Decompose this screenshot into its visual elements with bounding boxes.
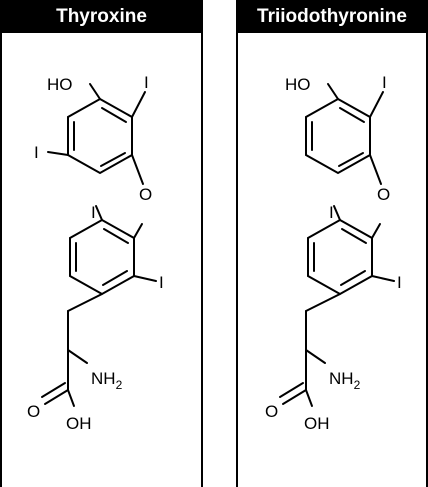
iodine-label: I — [91, 203, 96, 222]
iodine-label: I — [34, 143, 39, 162]
panel-title: Thyroxine — [0, 0, 203, 33]
triiodothyronine-structure: HO I O I I NH2 O OH — [265, 73, 402, 433]
amine-label: NH2 — [329, 369, 361, 392]
carboxyl-hydroxyl-label: OH — [66, 414, 92, 433]
panel-frame — [236, 33, 428, 487]
iodine-label: I — [382, 73, 387, 92]
hydroxyl-label: HO — [285, 75, 311, 94]
panel-title: Triiodothyronine — [236, 0, 428, 33]
iodine-label: I — [144, 73, 149, 92]
carboxyl-hydroxyl-label: OH — [304, 414, 330, 433]
ether-oxygen-label: O — [377, 185, 390, 204]
panel-frame — [0, 33, 203, 487]
triiodothyronine-panel: Triiodothyronine — [236, 0, 428, 487]
carbonyl-oxygen-label: O — [265, 402, 278, 421]
thyroxine-structure: HO I I O I I NH2 O OH — [27, 73, 164, 433]
amine-label: NH2 — [91, 369, 123, 392]
ether-oxygen-label: O — [139, 185, 152, 204]
iodine-label: I — [397, 273, 402, 292]
carbonyl-oxygen-label: O — [27, 402, 40, 421]
hydroxyl-label: HO — [47, 75, 73, 94]
thyroxine-panel: Thyroxine — [0, 0, 203, 487]
iodine-label: I — [329, 203, 334, 222]
iodine-label: I — [159, 273, 164, 292]
